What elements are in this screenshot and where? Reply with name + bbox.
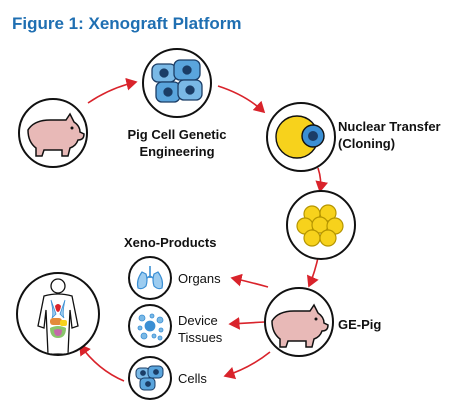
human-body-circle [16, 272, 100, 356]
cells-icon [135, 365, 164, 391]
arrow-nuclear-to-embryo [315, 167, 329, 193]
ge-pig-label: GE-Pig [338, 317, 382, 332]
cells-product-circle [128, 356, 172, 400]
arrow-pig-to-cells [87, 77, 138, 104]
device-tissues-circle [128, 304, 172, 348]
arrow-cells-to-human [79, 343, 125, 382]
human-body-icon [37, 278, 79, 354]
nuclear-transfer-circle [266, 102, 336, 172]
pig-icon [27, 112, 85, 157]
pig-cell-genetic-engineering-label: Pig Cell Genetic Engineering [127, 127, 227, 159]
device-tissues-label: Device Tissues [178, 313, 223, 345]
cells-label: Cells [178, 371, 207, 386]
tissue-dots-icon [137, 313, 164, 341]
ge-pig-circle [264, 287, 334, 357]
nuclear-transfer-label: Nuclear Transfer (Cloning) [338, 119, 441, 151]
pig-cells-circle [142, 48, 212, 118]
xeno-products-heading: Xeno-Products [124, 235, 217, 250]
pig-circle-start [18, 98, 88, 168]
cells-icon [151, 59, 203, 103]
embryo-icon [296, 204, 344, 247]
embryo-circle [286, 190, 356, 260]
pig-icon [271, 303, 329, 348]
arrow-cells-to-nuclear [217, 85, 266, 114]
lungs-icon [136, 266, 164, 290]
arrow-gepig-to-organs [230, 273, 269, 288]
figure-title: Figure 1: Xenograft Platform [12, 14, 242, 33]
egg-nucleus-icon [275, 115, 325, 159]
organs-circle [128, 256, 172, 300]
arrow-gepig-to-tissues [228, 317, 266, 330]
arrow-gepig-to-cells [223, 351, 271, 380]
organs-label: Organs [178, 271, 221, 286]
